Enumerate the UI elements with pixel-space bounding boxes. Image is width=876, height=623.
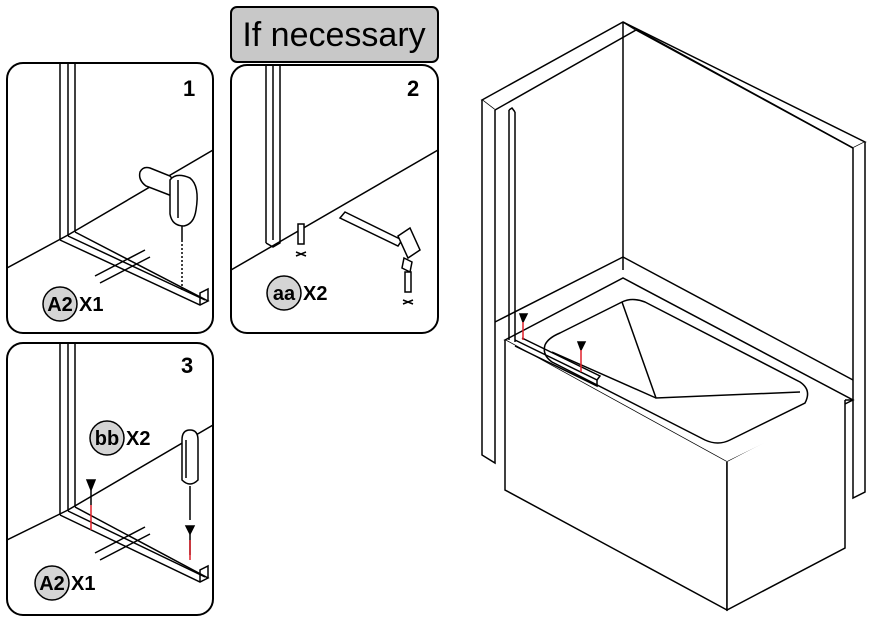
part-code: A2 [47,294,73,316]
part-quantity: X1 [79,294,103,316]
step-3-panel: 3 bb X2 A2 X1 [6,342,214,616]
part-quantity: X1 [71,573,95,595]
bathtub-overview [480,21,867,612]
step-2-panel: 2 aa X2 [230,64,439,334]
part-quantity: X2 [303,283,327,305]
part-badge-a2: A2 [34,565,70,601]
part-code: A2 [39,573,65,595]
step-1-panel: 1 A2 X1 [6,62,214,334]
banner-label: If necessary [242,16,425,54]
part-badge-a2: A2 [42,286,78,322]
step-2-number: 2 [407,76,419,101]
part-badge-aa: aa [266,275,302,311]
part-badge-bb: bb [89,420,125,456]
step-3-number: 3 [181,353,193,378]
if-necessary-banner: If necessary [230,6,439,63]
part-quantity: X2 [126,428,150,450]
part-code: bb [95,428,119,450]
part-code: aa [273,283,296,305]
step-1-number: 1 [183,76,195,101]
